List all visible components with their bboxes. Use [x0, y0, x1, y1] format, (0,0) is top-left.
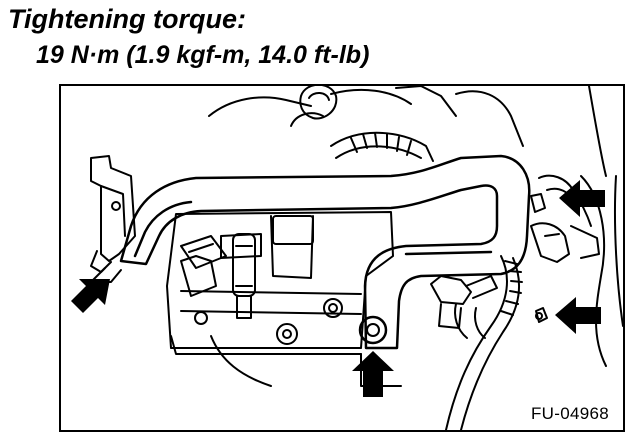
torque-heading-value: 19 N·m (1.9 kgf-m, 14.0 ft-lb): [36, 41, 370, 69]
black-arrow-pointing-left-icon: [555, 297, 601, 334]
black-arrow-pointing-up-icon: [352, 351, 394, 397]
black-arrow-pointing-left-icon: [559, 180, 605, 217]
left-bracket: [90, 155, 136, 283]
figure-code: FU-04968: [531, 404, 609, 423]
intake-manifold: [166, 211, 394, 349]
fuel-injector-right: [430, 275, 498, 339]
fuel-pipe-cover: [119, 154, 531, 350]
black-arrow-pointing-up-right-icon: [71, 279, 110, 313]
hose-upper: [299, 86, 434, 162]
engine-diagram: FU-04968: [59, 84, 625, 432]
fuel-injector-left: [180, 233, 256, 319]
torque-heading-label: Tightening torque:: [8, 4, 246, 34]
mounting-bolt: [358, 315, 388, 345]
wiring-harness: [445, 174, 600, 430]
